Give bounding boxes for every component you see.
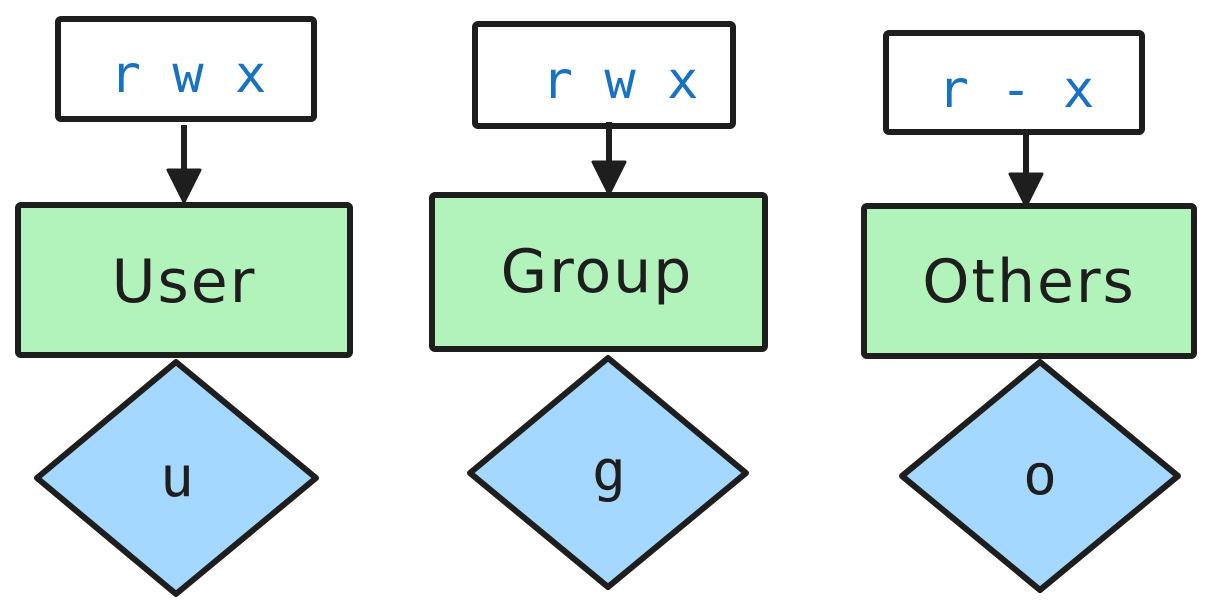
permission-label: r - x — [938, 60, 1095, 120]
permission-box — [472, 21, 736, 129]
role-box — [861, 203, 1197, 359]
letter-label: o — [1023, 443, 1057, 508]
column-group: r w x Group g — [429, 21, 768, 590]
column-others: r - x Others o — [861, 30, 1197, 593]
letter-diamond — [34, 359, 319, 597]
permission-box — [883, 30, 1145, 135]
arrow-head-icon — [591, 160, 627, 196]
letter-diamond — [467, 355, 749, 590]
arrow-head-icon — [166, 168, 202, 204]
permission-label: r w x — [110, 45, 267, 105]
permission-box — [55, 16, 317, 122]
letter-label: g — [592, 439, 626, 504]
role-box — [15, 202, 353, 358]
permission-label: r w x — [542, 51, 699, 111]
role-label: Group — [501, 237, 694, 307]
letter-label: u — [160, 445, 194, 510]
letter-diamond — [899, 359, 1181, 593]
role-label: Others — [922, 247, 1136, 317]
column-user: r w x User u — [15, 16, 353, 597]
role-label: User — [112, 247, 257, 317]
role-box — [429, 192, 768, 352]
arrow-head-icon — [1008, 172, 1044, 208]
